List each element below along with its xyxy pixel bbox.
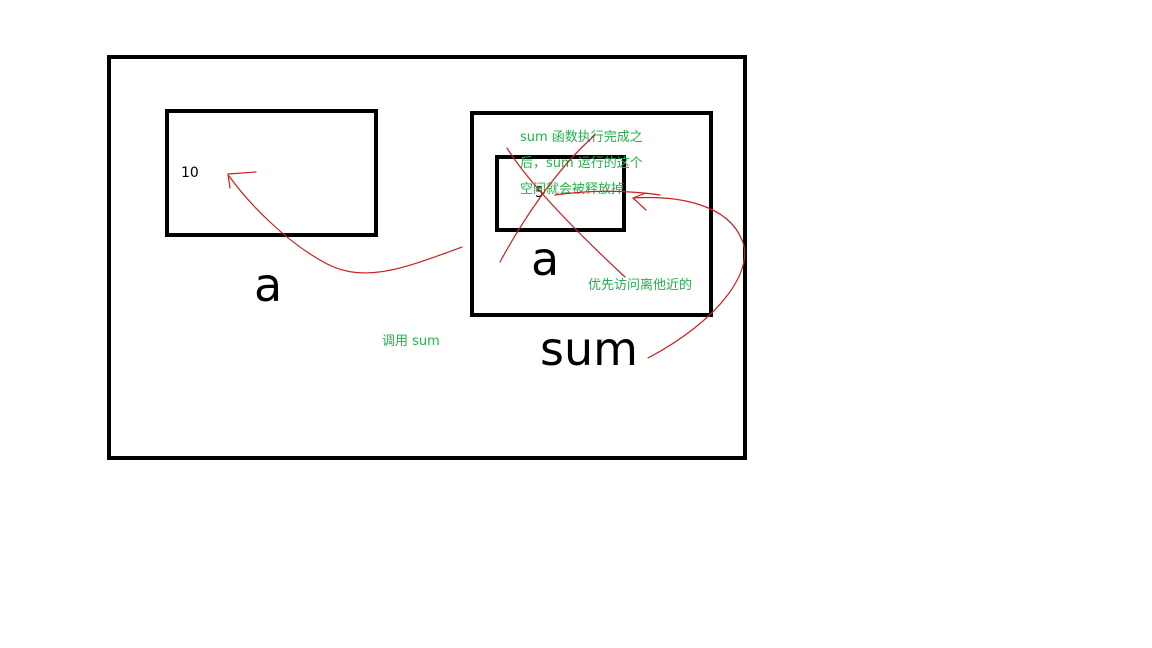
cross-stroke-1 <box>506 147 626 278</box>
release-note-line-1: sum 函数执行完成之 <box>520 130 643 145</box>
cross-stroke-2 <box>499 134 596 263</box>
lookup-arrow-head <box>227 171 257 189</box>
release-note: sum 函数执行完成之 后，sum 运行的这个 空间就会被释放掉 <box>520 125 670 203</box>
call-sum-note: 调用 sum <box>382 334 440 349</box>
sum-scope-frame <box>470 111 713 317</box>
sum-variable-box <box>495 155 626 232</box>
global-variable-value: 10 <box>181 165 199 181</box>
global-variable-label: a <box>254 258 283 312</box>
global-variable-box <box>165 109 378 237</box>
sum-variable-value: 5 <box>535 185 544 201</box>
lookup-arrow-line <box>228 175 463 274</box>
release-note-line-2: 后，sum 运行的这个 <box>520 156 643 171</box>
cross-stroke-3 <box>554 190 661 196</box>
nearest-first-note: 优先访问离他近的 <box>588 278 693 293</box>
release-note-line-3: 空间就会被释放掉 <box>520 182 625 197</box>
nearest-arrow-line <box>632 196 746 359</box>
nearest-arrow-head <box>632 192 647 211</box>
sum-variable-label: a <box>531 232 560 286</box>
sum-scope-label: sum <box>540 322 638 376</box>
